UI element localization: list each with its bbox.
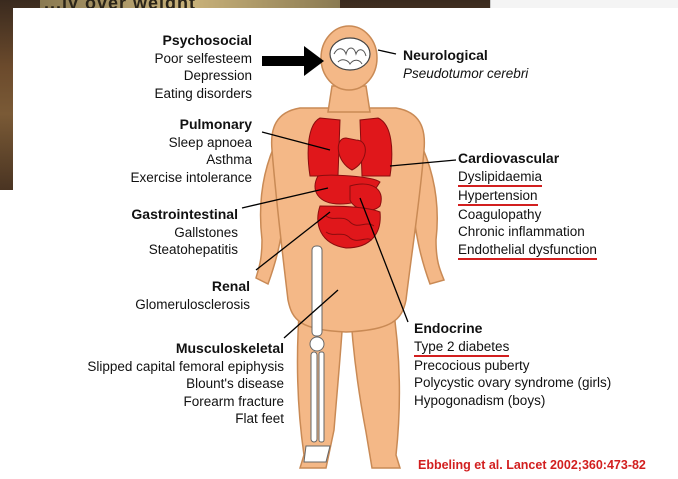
neurological-item: Pseudotumor cerebri: [403, 65, 528, 83]
neurological-group: Neurological Pseudotumor cerebri: [403, 47, 528, 82]
musculoskeletal-item: Flat feet: [20, 410, 284, 428]
cardiovascular-item: Coagulopathy: [458, 206, 597, 224]
endocrine-item: Precocious puberty: [414, 357, 611, 375]
pulmonary-item: Sleep apnoea: [92, 134, 252, 152]
cardiovascular-group: Cardiovascular Dyslipidaemia Hypertensio…: [458, 150, 597, 260]
musculoskeletal-group: Musculoskeletal Slipped capital femoral …: [20, 340, 284, 428]
musculoskeletal-item: Forearm fracture: [20, 393, 284, 411]
pulmonary-item: Exercise intolerance: [92, 169, 252, 187]
pulmonary-item: Asthma: [92, 151, 252, 169]
endocrine-item: Polycystic ovary syndrome (girls): [414, 374, 611, 392]
cardiovascular-item: Endothelial dysfunction: [458, 242, 597, 260]
renal-title: Renal: [92, 278, 250, 296]
endocrine-item: Hypogonadism (boys): [414, 392, 611, 410]
neurological-title: Neurological: [403, 47, 528, 65]
cardiovascular-item: Dyslipidaemia: [458, 169, 542, 187]
psychosocial-title: Psychosocial: [90, 32, 252, 50]
musculoskeletal-item: Slipped capital femoral epiphysis: [20, 358, 284, 376]
brain-icon: [330, 38, 370, 70]
psychosocial-item: Depression: [90, 67, 252, 85]
gastrointestinal-item: Gallstones: [78, 224, 238, 242]
gastrointestinal-group: Gastrointestinal Gallstones Steatohepati…: [78, 206, 238, 259]
musculoskeletal-title: Musculoskeletal: [20, 340, 284, 358]
arrow-icon: [262, 46, 324, 76]
cardiovascular-item: Hypertension: [458, 188, 538, 206]
psychosocial-group: Psychosocial Poor selfesteem Depression …: [90, 32, 252, 102]
left-lung: [308, 118, 340, 176]
endocrine-group: Endocrine Type 2 diabetes Precocious pub…: [414, 320, 611, 409]
cardiovascular-title: Cardiovascular: [458, 150, 597, 168]
citation: Ebbeling et al. Lancet 2002;360:473-82: [418, 458, 646, 472]
pulmonary-group: Pulmonary Sleep apnoea Asthma Exercise i…: [92, 116, 252, 186]
endocrine-title: Endocrine: [414, 320, 611, 338]
renal-group: Renal Glomerulosclerosis: [92, 278, 250, 313]
psychosocial-item: Poor selfesteem: [90, 50, 252, 68]
pulmonary-title: Pulmonary: [92, 116, 252, 134]
gastrointestinal-item: Steatohepatitis: [78, 241, 238, 259]
cardiovascular-item: Chronic inflammation: [458, 223, 597, 241]
gastrointestinal-title: Gastrointestinal: [78, 206, 238, 224]
endocrine-item: Type 2 diabetes: [414, 339, 509, 357]
musculoskeletal-item: Blount's disease: [20, 375, 284, 393]
stomach: [350, 184, 381, 210]
renal-item: Glomerulosclerosis: [92, 296, 250, 314]
psychosocial-item: Eating disorders: [90, 85, 252, 103]
